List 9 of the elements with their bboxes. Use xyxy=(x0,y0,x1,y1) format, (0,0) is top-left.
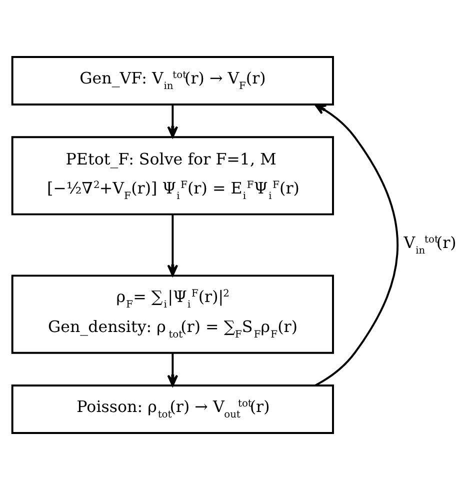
arrow xyxy=(167,352,178,386)
node-box: Poisson: ρ$_{tot}$(r) → V$_{out}$$^{tot}$(r) xyxy=(11,384,334,434)
edge-label: V$_{in}$$^{tot}$(r) xyxy=(404,232,456,256)
node-box: PEtot_F: Solve for F=1, M [−½∇$^{2}$+V$_{F}$(r)] Ψ$_{i}$$^{F}$(r) = E$_{i}$$^{F}$Ψ$_{i}$$^{F}$(r) xyxy=(11,136,334,215)
arrow xyxy=(167,104,178,138)
arrow xyxy=(314,103,399,386)
arrow xyxy=(167,214,178,276)
node-box: Gen_VF: V$_{in}$$^{tot}$(r) → V$_{F}$(r) xyxy=(11,55,334,105)
node-box: ρ$_{F}$= ∑$_{i}$|Ψ$_{i}$$^{F}$(r)|$^{2}$ Gen_density: ρ$_{tot}$(r) = ∑$_{F}$S$_{F}$ρ$_{F}$(r) xyxy=(11,274,334,354)
